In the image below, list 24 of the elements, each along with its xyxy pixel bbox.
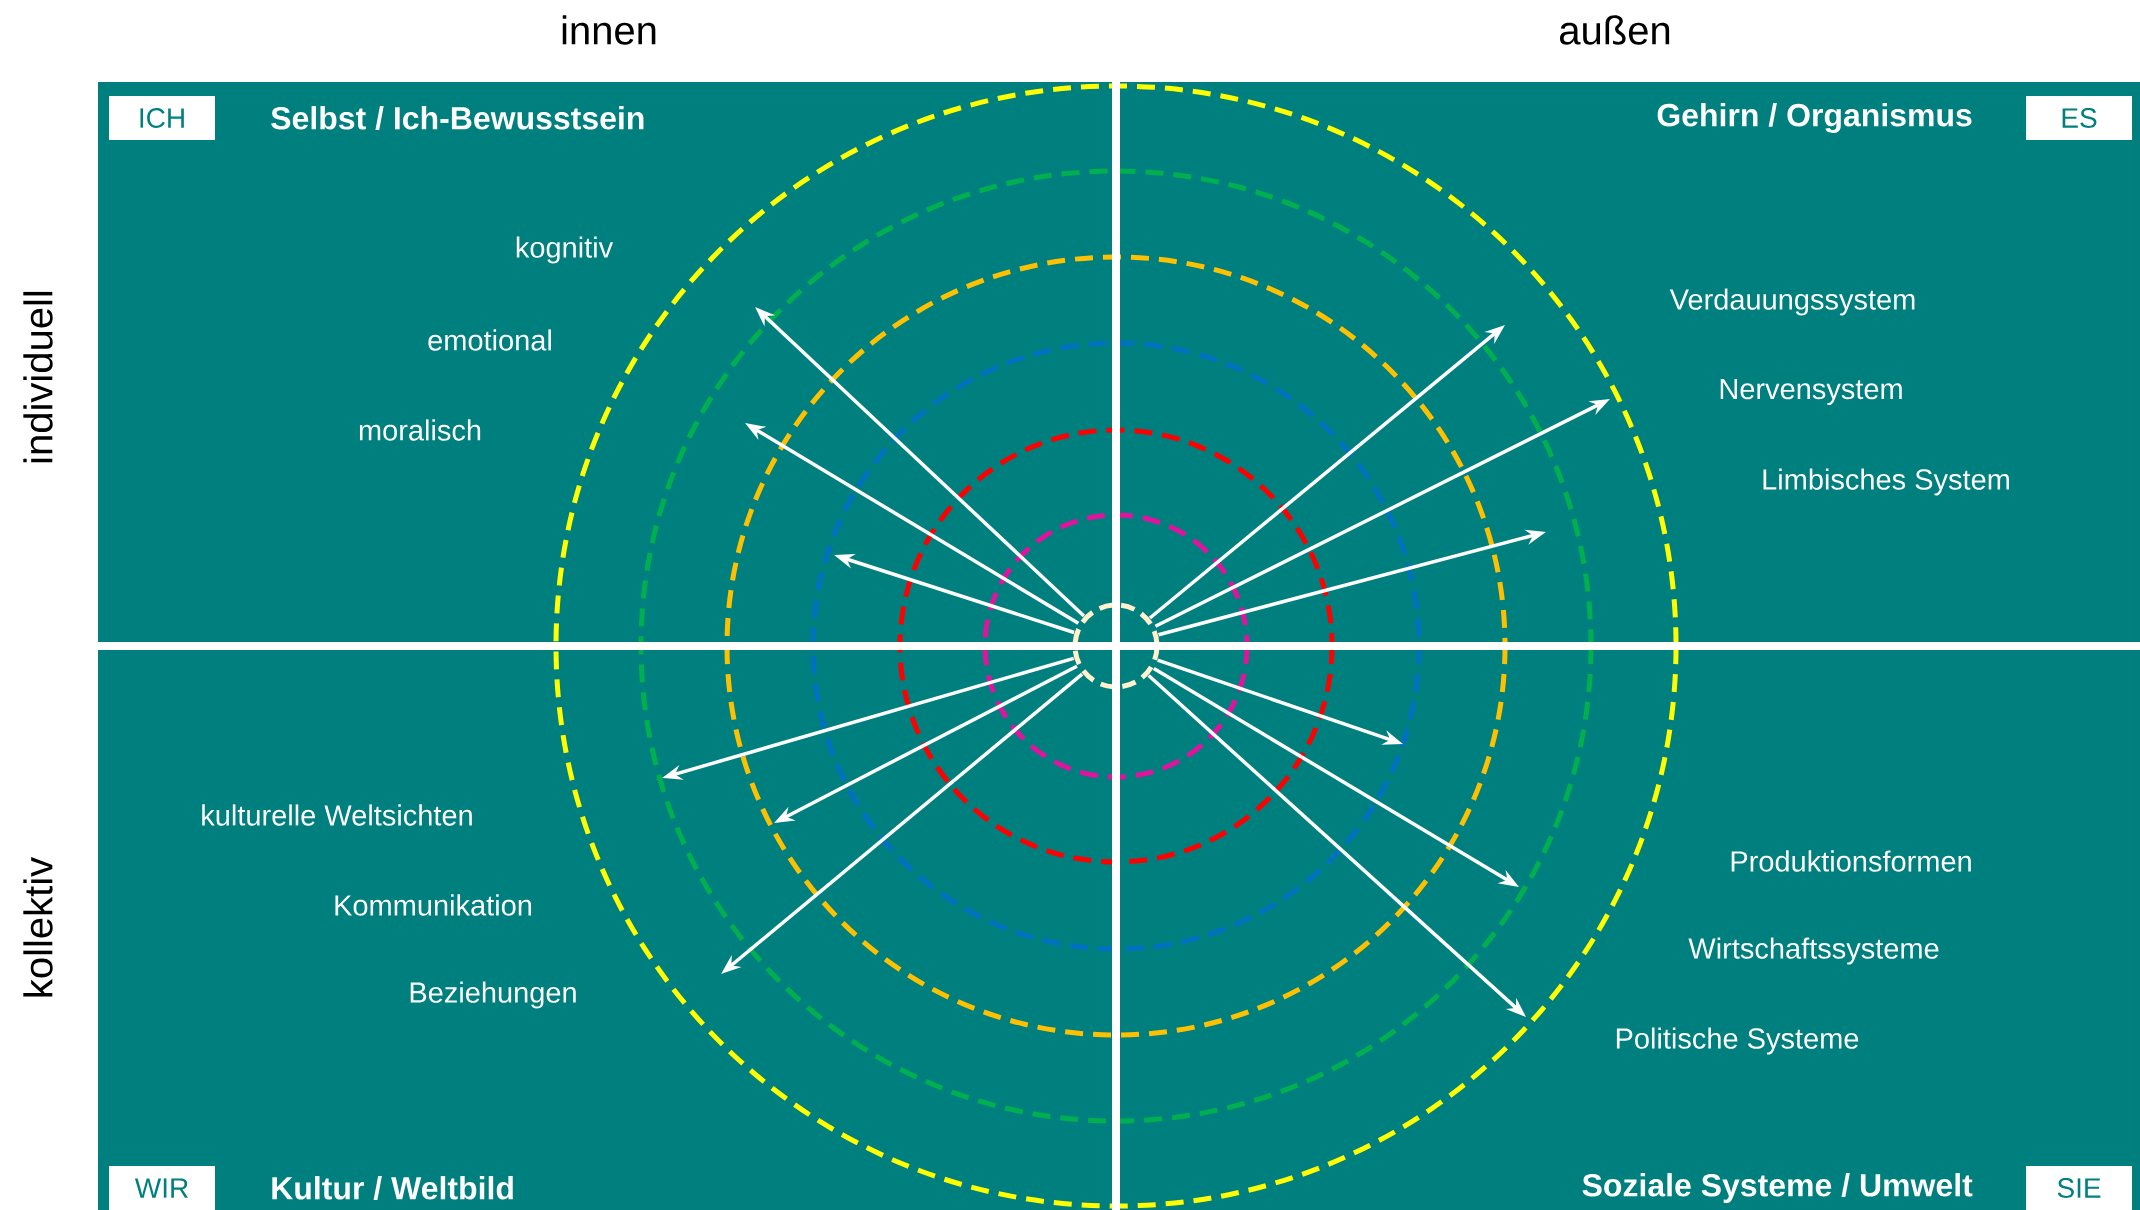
level-label: kognitiv	[516, 236, 614, 264]
quadrant-tag: ICH	[109, 96, 215, 140]
level-label: Kommunikation	[335, 894, 532, 916]
quadrant-heading: Soziale Systeme / Umwelt	[1582, 1173, 1973, 1203]
quadrant-tag: WIR	[109, 1166, 215, 1210]
quadrant-heading: Kultur / Weltbild	[272, 1176, 513, 1200]
level-label: Limbisches System	[1763, 468, 2009, 496]
quadrant-heading: Selbst / Ich-Bewusstsein	[271, 106, 644, 130]
axis-label: innen	[562, 15, 656, 45]
level-label: Politische Systeme	[1616, 1027, 1859, 1055]
quadrant-heading: Gehirn / Organismus	[1657, 103, 1972, 133]
level-label: Beziehungen	[410, 981, 576, 1009]
level-label: Verdauungssystem	[1669, 288, 1915, 316]
axis-label: außen	[1560, 15, 1670, 45]
level-label: emotional	[428, 329, 551, 351]
quadrant-tag: SIE	[2026, 1166, 2133, 1210]
level-label: moralisch	[359, 419, 481, 441]
axis-label: kollektiv	[23, 857, 53, 997]
level-label: Wirtschaftssysteme	[1688, 937, 1939, 965]
level-label: Produktionsformen	[1731, 850, 1971, 872]
level-label: Nervensystem	[1720, 379, 1902, 405]
quadrant-tag: ES	[2026, 96, 2133, 140]
axis-label: individuell	[23, 291, 53, 463]
level-label: kulturelle Weltsichten	[202, 804, 472, 826]
